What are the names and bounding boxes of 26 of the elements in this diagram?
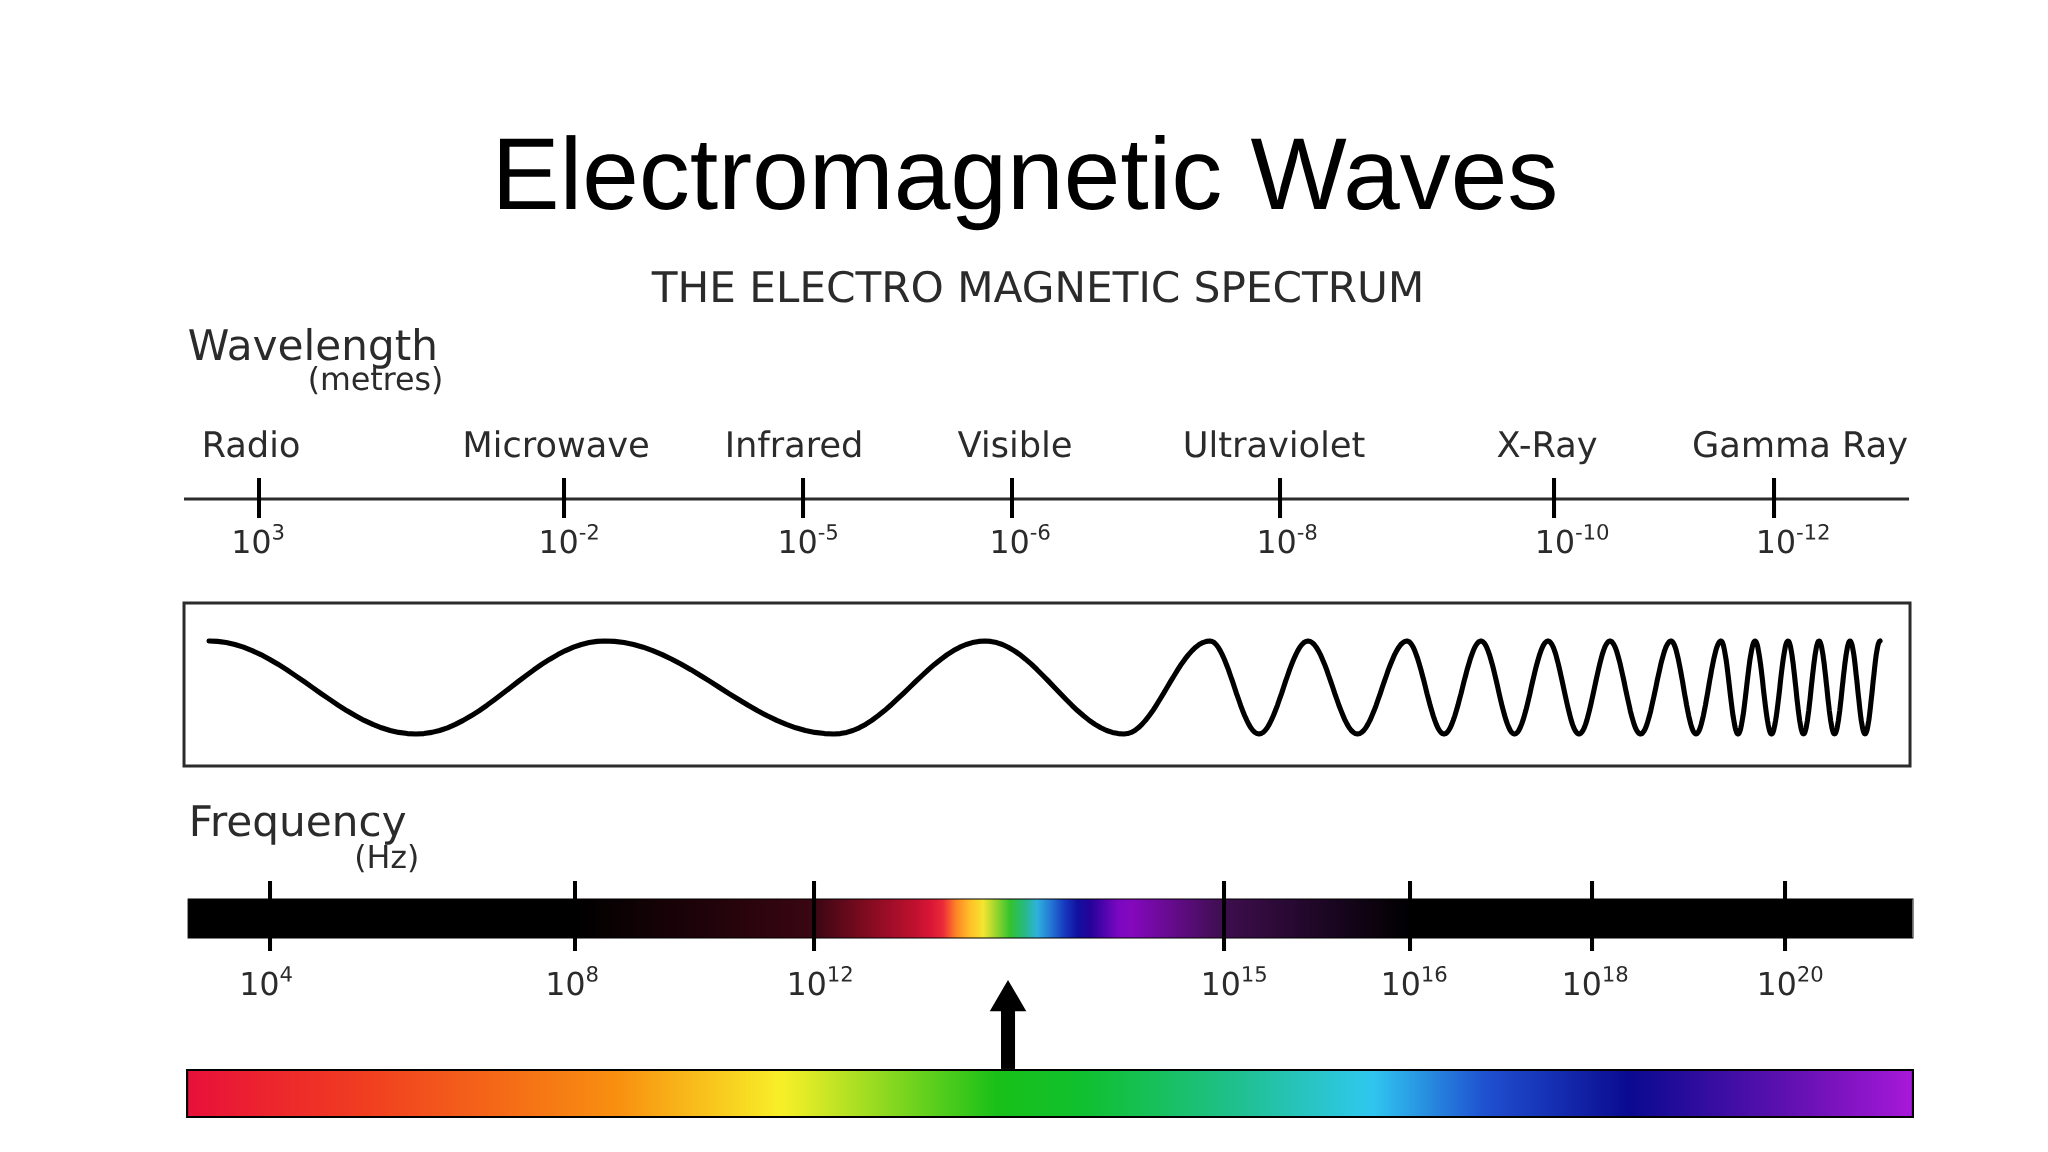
gradient-bar [187, 898, 1914, 939]
tick-label: 10$^{-8}$ [1260, 523, 1317, 554]
band-label: X-Ray [1497, 431, 1597, 465]
tick-label: 10$^{4}$ [242, 966, 292, 996]
tick-label: 10$^{16}$ [1384, 965, 1447, 996]
tick-label: 10$^{-6}$ [992, 523, 1050, 554]
band-label: Infrared [728, 430, 861, 458]
tick-label: 10$^{12}$ [790, 965, 852, 996]
title: Electromagnetic Waves [500, 135, 1555, 231]
heading: THE ELECTRO MAGNETIC SPECTRUM [651, 270, 1421, 303]
tick-label: 10$^{-5}$ [780, 524, 837, 554]
band-label: Radio [205, 430, 299, 458]
tick-label: 10$^{20}$ [1760, 965, 1823, 996]
band-label: Visible [957, 430, 1071, 458]
tick-label: 10$^{3}$ [234, 523, 284, 554]
gradient-bar [186, 1068, 1914, 1119]
band-label: Microwave [465, 430, 648, 458]
tick-label: 10$^{-2}$ [541, 523, 598, 554]
band-label: Ultraviolet [1185, 430, 1365, 458]
tick-label: 10$^{-10}$ [1538, 523, 1609, 554]
axis-title: Frequency [192, 805, 406, 845]
tick-label: 10$^{8}$ [548, 965, 598, 996]
tick-label: 10$^{15}$ [1204, 966, 1266, 996]
tick-label: 10$^{18}$ [1565, 965, 1628, 996]
band-label: Gamma Ray [1694, 430, 1907, 465]
tick-label: 10$^{-12}$ [1759, 523, 1829, 554]
